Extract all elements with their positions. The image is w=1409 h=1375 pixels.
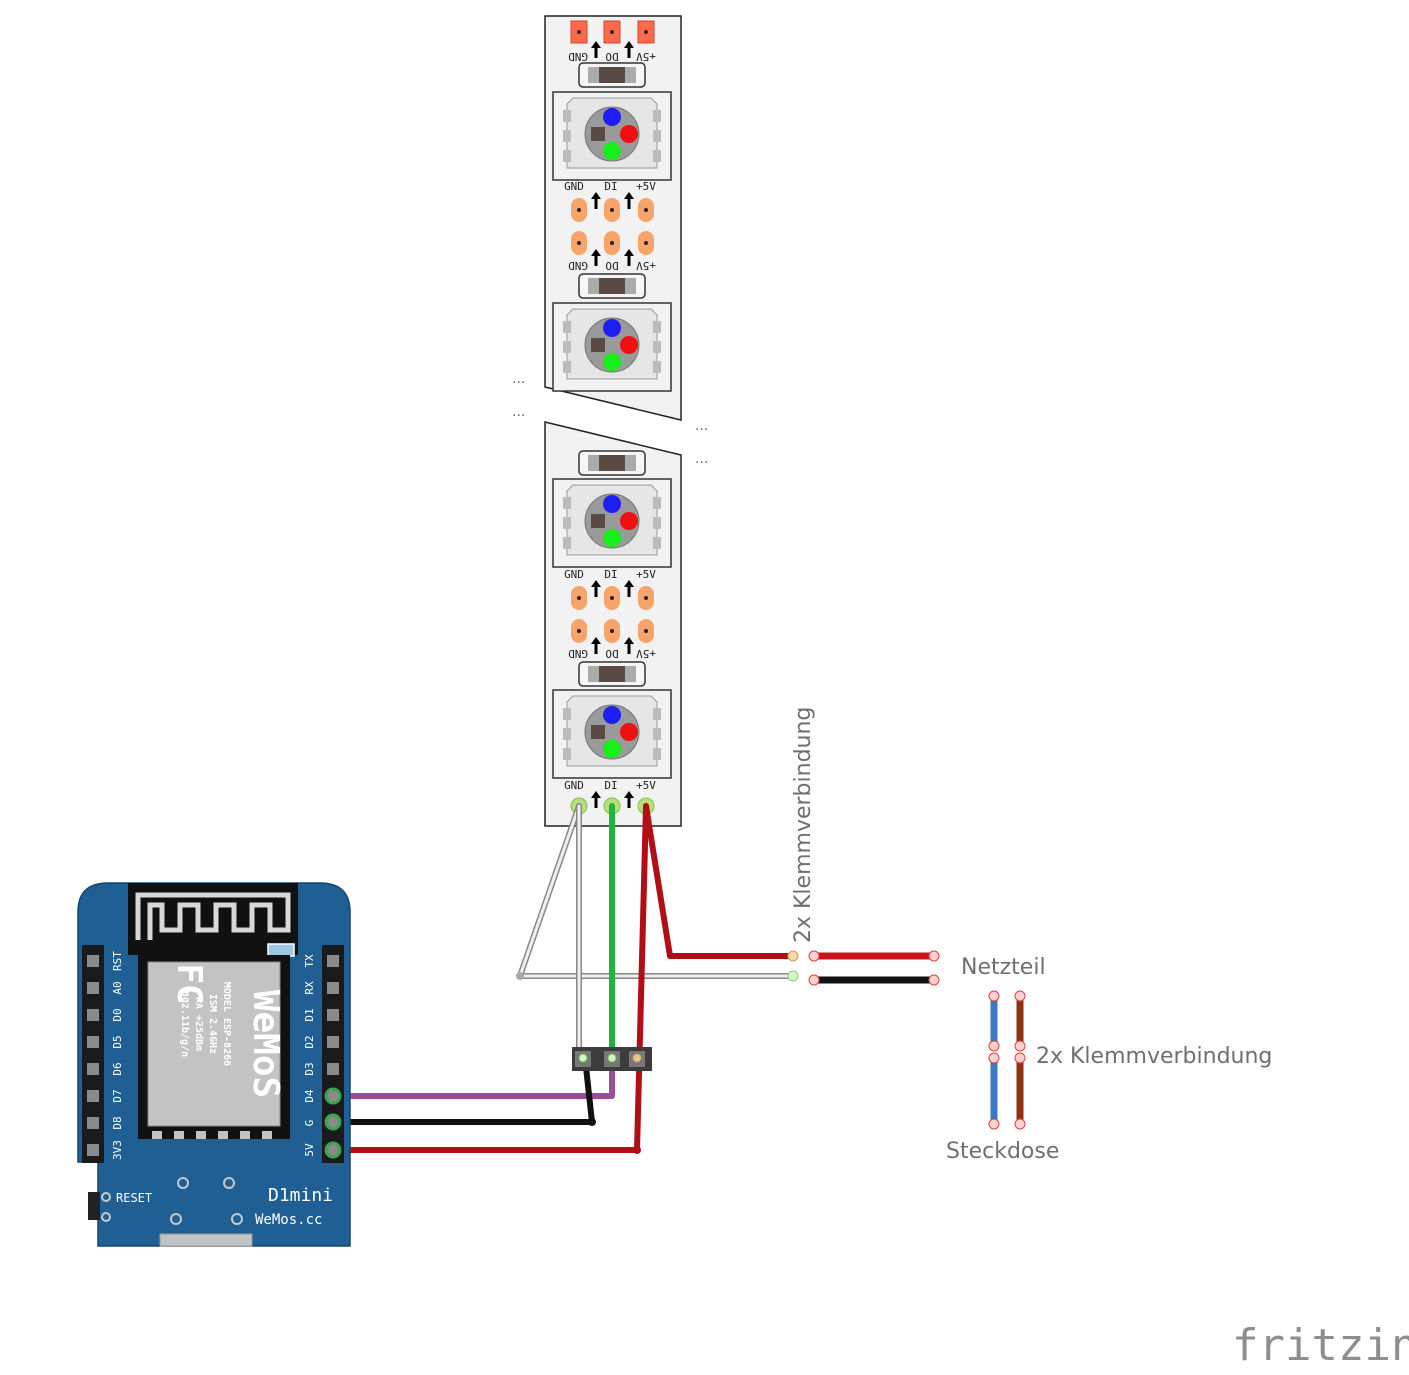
svg-text:G: G: [303, 1120, 316, 1127]
klemm-label-horizontal: 2x Klemmverbindung: [1036, 1044, 1272, 1069]
status-led: [267, 943, 295, 957]
svg-text:+5V: +5V: [636, 647, 656, 660]
ellipsis-2: ...: [512, 404, 525, 420]
ellipsis-1: ...: [512, 371, 525, 387]
wires: [334, 803, 1026, 1154]
wemos-d1-mini-board: WeMoS MODEL ESP-8266 ISM 2.4GHz PA +25dB…: [77, 882, 351, 1247]
led-strip: +5V DO GND GND DI +5V +5V DO GN: [512, 15, 708, 827]
svg-text:DO: DO: [605, 647, 618, 660]
svg-text:D5: D5: [111, 1035, 124, 1048]
strip-top-connector: +5V DO GND: [568, 20, 656, 63]
module-brand: WeMoS: [245, 990, 286, 1098]
led-2: [552, 302, 672, 392]
fc-mark: FC: [169, 964, 209, 1005]
resistor-1: [578, 62, 646, 88]
led-4: [552, 689, 672, 779]
ellipsis-3: ...: [695, 418, 708, 434]
strip-cut-connector-2: GND DI +5V +5V DO GND: [564, 568, 656, 660]
led-1: [552, 91, 672, 181]
svg-text:DI: DI: [604, 180, 617, 193]
wire-gnd-black: [334, 1055, 595, 1125]
steckdose-leads: [988, 990, 1026, 1130]
svg-text:TX: TX: [303, 954, 316, 968]
wire-gnd-white: [516, 803, 796, 1061]
svg-text:D4: D4: [303, 1089, 316, 1103]
strip-cut-connector-1: GND DI +5V +5V DO GND: [564, 180, 656, 272]
svg-text:D7: D7: [111, 1089, 124, 1102]
module-ism: ISM 2.4GHz: [207, 994, 218, 1054]
svg-text:3V3: 3V3: [111, 1140, 124, 1160]
svg-text:D6: D6: [111, 1062, 124, 1075]
reset-button: [88, 1192, 100, 1220]
svg-text:D8: D8: [111, 1116, 124, 1129]
led-3: [552, 478, 672, 568]
right-pin-labels: TX RX D1 D2 D3 D4 G 5V: [303, 954, 316, 1157]
strip-label-gnd: GND: [568, 50, 588, 63]
svg-text:GND: GND: [564, 779, 584, 792]
strip-input-connector: GND DI +5V: [564, 779, 656, 815]
klemm-label-vertical: 2x Klemmverbindung: [791, 707, 816, 943]
svg-text:+5V: +5V: [636, 779, 656, 792]
strip-label-5v: +5V: [636, 50, 656, 63]
right-header: [322, 945, 344, 1163]
svg-text:D1: D1: [303, 1008, 316, 1021]
svg-text:+5V: +5V: [636, 180, 656, 193]
svg-text:D2: D2: [303, 1035, 316, 1048]
board-name: D1mini: [268, 1185, 333, 1206]
svg-text:RX: RX: [303, 981, 316, 995]
svg-text:GND: GND: [568, 259, 588, 272]
module-pa: PA +25dBm: [193, 997, 204, 1051]
resistor-4: [578, 661, 646, 687]
svg-text:+5V: +5V: [636, 259, 656, 272]
module-model: MODEL ESP-8266: [221, 982, 232, 1066]
wire-d4-purple: [334, 1055, 615, 1099]
svg-text:D0: D0: [111, 1008, 124, 1021]
ellipsis-4: ...: [695, 451, 708, 467]
svg-text:+5V: +5V: [636, 568, 656, 581]
left-header: [82, 945, 104, 1163]
usb-port: [159, 1233, 253, 1247]
svg-text:DI: DI: [604, 779, 617, 792]
steckdose-label: Steckdose: [946, 1139, 1059, 1164]
netzteil-label: Netzteil: [961, 955, 1046, 980]
netzteil-leads: [787, 950, 940, 986]
board-site: WeMos.cc: [255, 1212, 322, 1228]
fritzing-watermark: fritzing: [1232, 1320, 1409, 1371]
strip-label-do: DO: [605, 50, 618, 63]
svg-text:D3: D3: [303, 1062, 316, 1075]
resistor-2: [578, 273, 646, 299]
pin-header: [572, 1047, 652, 1071]
svg-text:A0: A0: [111, 981, 124, 994]
svg-text:DI: DI: [604, 568, 617, 581]
resistor-3: [578, 450, 646, 476]
svg-text:5V: 5V: [303, 1143, 316, 1157]
svg-text:GND: GND: [564, 180, 584, 193]
left-pin-labels: RST A0 D0 D5 D6 D7 D8 3V3: [111, 951, 124, 1160]
svg-text:GND: GND: [568, 647, 588, 660]
reset-label: RESET: [116, 1191, 152, 1205]
svg-text:DO: DO: [605, 259, 618, 272]
svg-text:RST: RST: [111, 951, 124, 971]
svg-text:GND: GND: [564, 568, 584, 581]
module-std: 802.11b/g/n: [179, 991, 190, 1057]
